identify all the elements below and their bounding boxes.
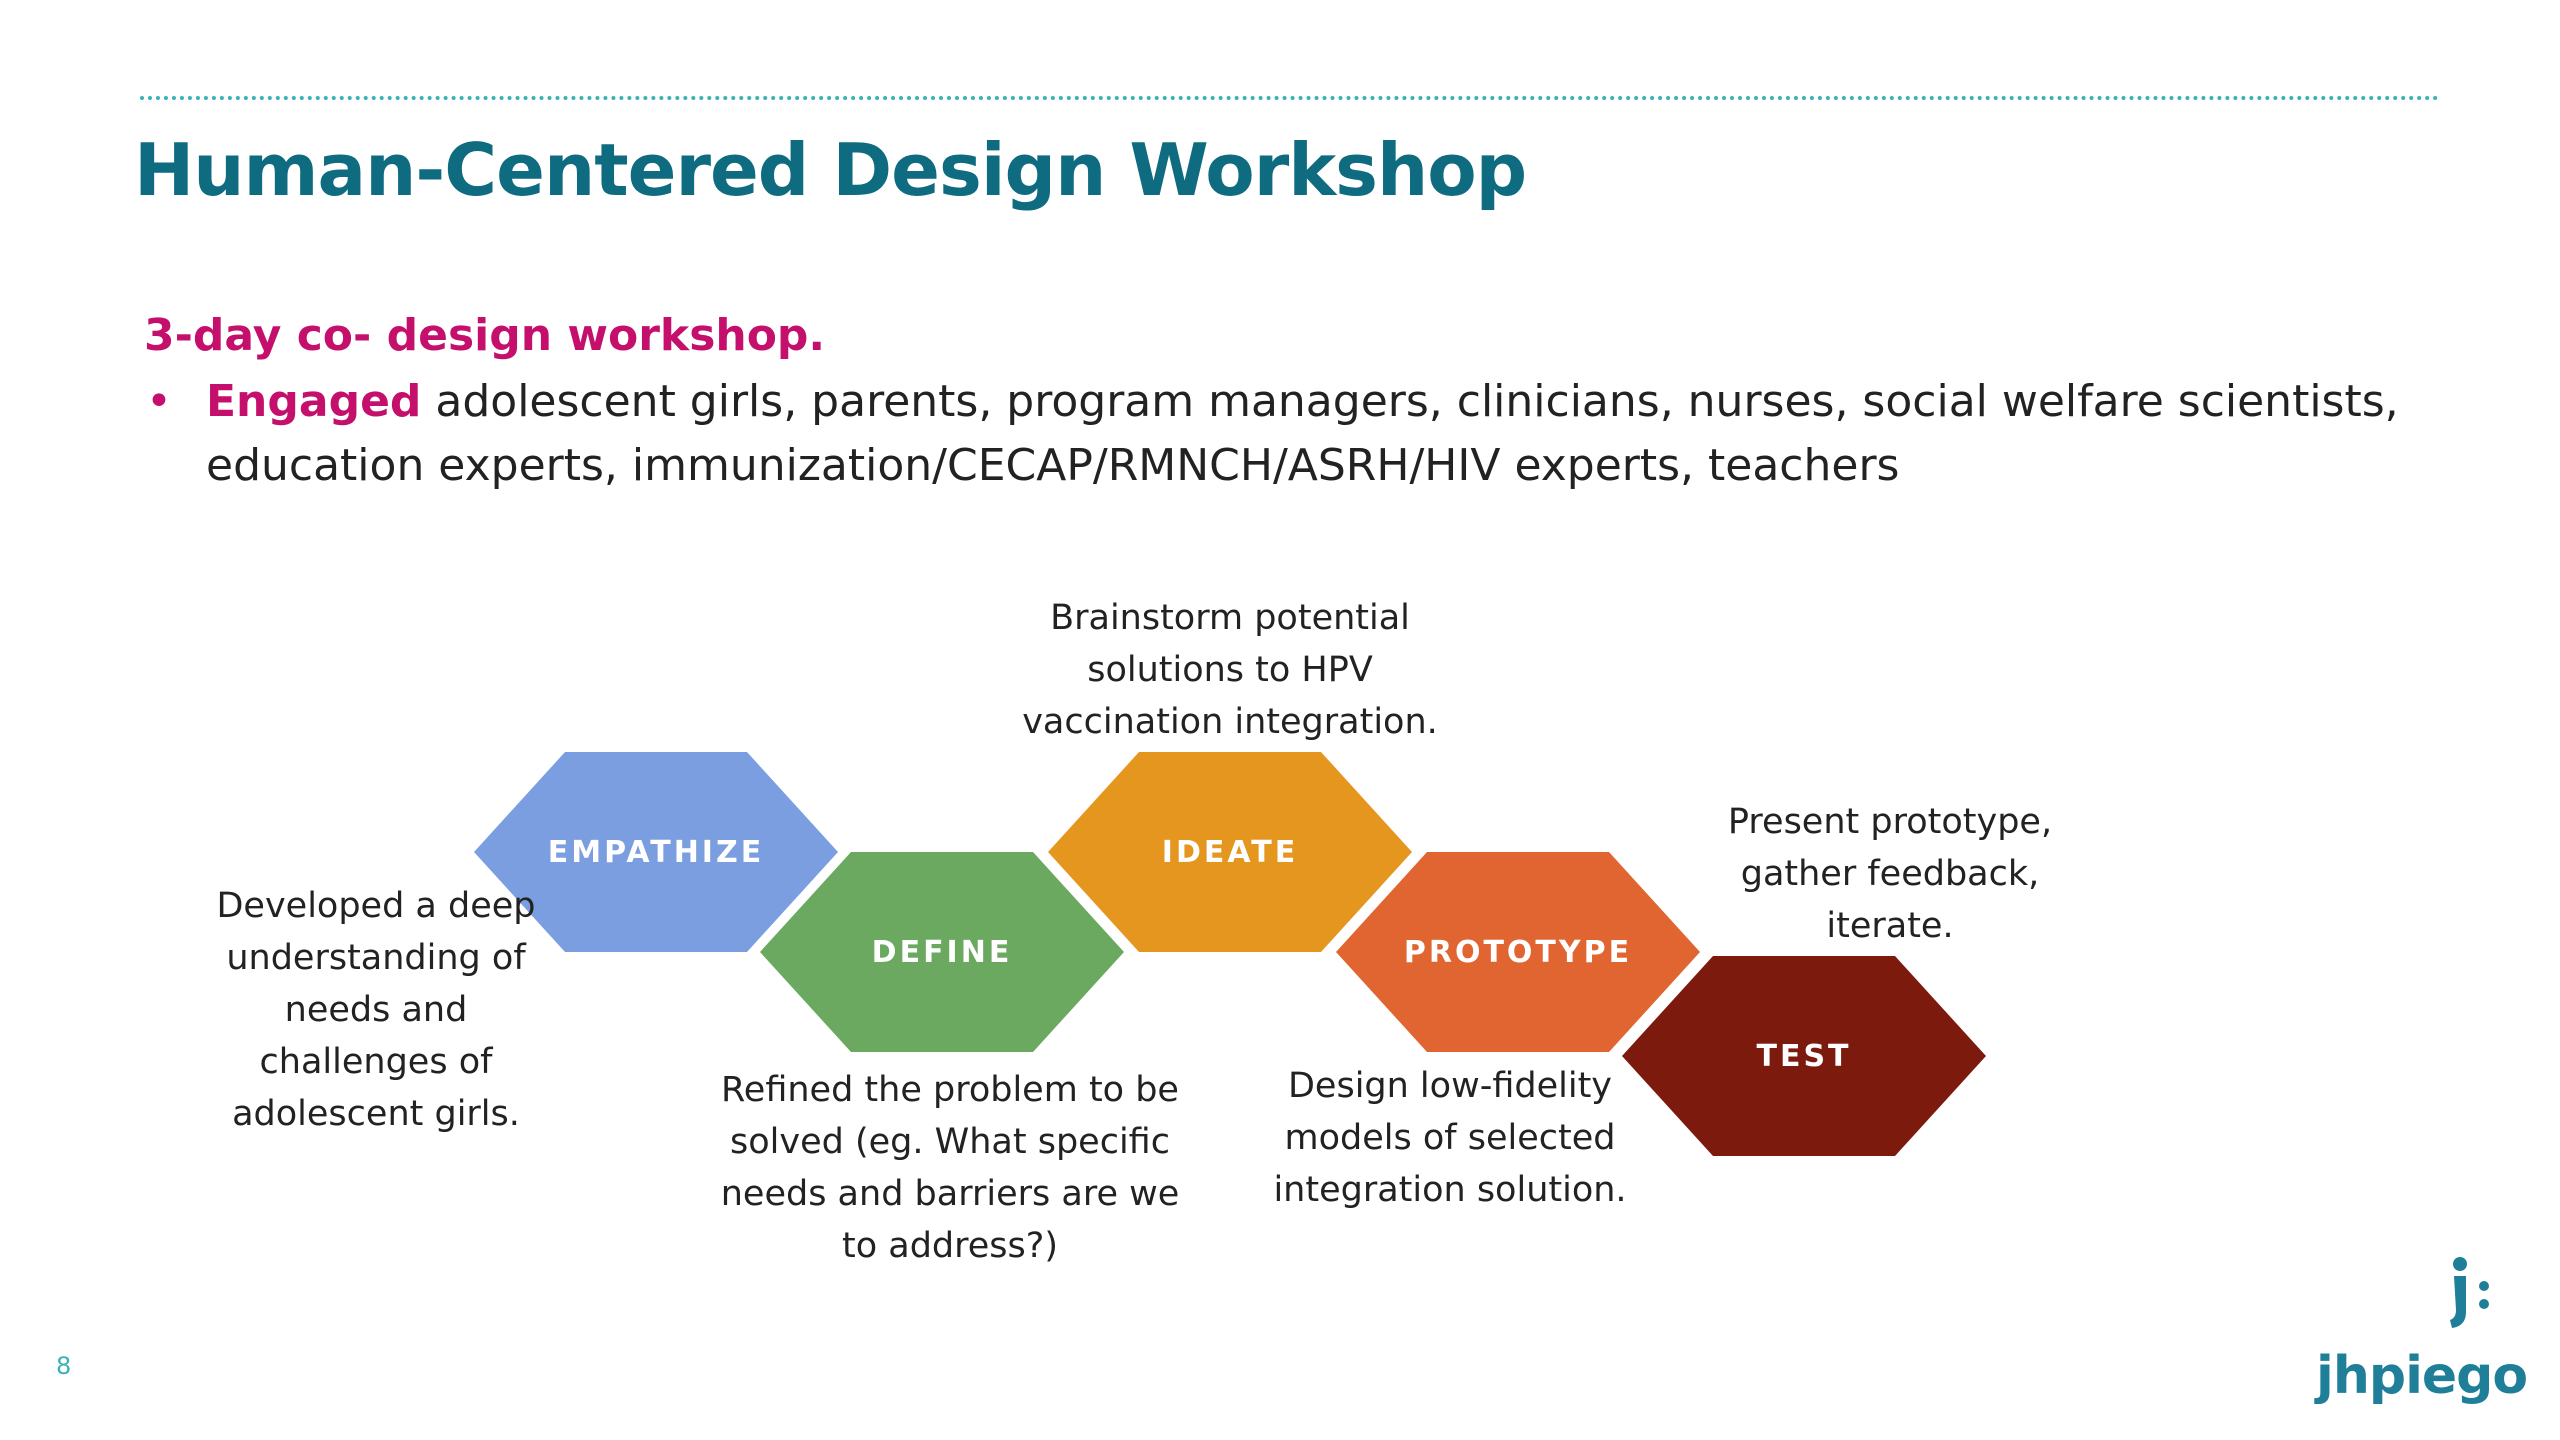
- stage-ideate-label: Ideate: [1161, 834, 1299, 870]
- stage-empathize-description: Developed a deep understanding of needs …: [216, 886, 536, 1134]
- bullet-marker: •: [146, 376, 172, 427]
- top-dotted-divider: [140, 96, 2440, 100]
- stage-prototype-hexagon: Prototype: [1336, 852, 1700, 1052]
- stage-define-label: Define: [871, 934, 1013, 970]
- bullet-engaged: • Engaged adolescent girls, parents, pro…: [146, 370, 2406, 498]
- stage-empathize-hexagon: Empathize: [474, 752, 838, 952]
- jhpiego-logo-text: jhpiego: [2316, 1346, 2528, 1406]
- stage-define-description: Refined the problem to be solved (eg. Wh…: [720, 1070, 1180, 1266]
- stage-prototype-label: Prototype: [1403, 934, 1633, 970]
- bullet-emphasis: Engaged: [206, 376, 422, 427]
- jhpiego-mark-icon: [2450, 1257, 2489, 1328]
- stage-ideate-hexagon: Ideate: [1048, 752, 1412, 952]
- bullet-body: adolescent girls, parents, program manag…: [206, 376, 2399, 491]
- jhpiego-logo: jhpiego: [2316, 1256, 2528, 1406]
- slide-subtitle: 3-day co- design workshop.: [144, 310, 826, 361]
- bullet-text-block: Engaged adolescent girls, parents, progr…: [206, 370, 2406, 498]
- stage-define-hexagon: Define: [760, 852, 1124, 1052]
- stage-empathize-label: Empathize: [547, 834, 765, 870]
- page-number: 8: [56, 1352, 72, 1380]
- stage-test-hexagon: Test: [1622, 956, 1986, 1156]
- stage-ideate-description: Brainstorm potential solutions to HPV va…: [1022, 598, 1438, 742]
- stage-prototype-description: Design low-fidelity models of selected i…: [1273, 1066, 1627, 1210]
- stage-test-description: Present prototype, gather feedback, iter…: [1727, 802, 2053, 946]
- slide-title: Human-Centered Design Workshop: [134, 128, 1527, 212]
- stage-test-label: Test: [1756, 1038, 1852, 1074]
